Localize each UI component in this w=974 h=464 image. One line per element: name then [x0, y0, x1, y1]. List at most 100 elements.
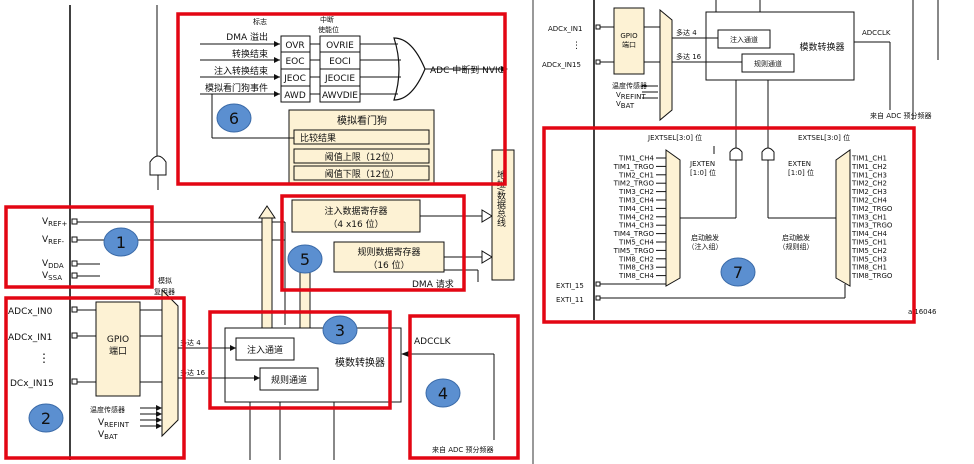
svg-text:3: 3 [335, 321, 345, 340]
vref-plus-label: VREF+ [42, 217, 67, 228]
en-awvdie: AWVDIE [322, 91, 358, 101]
trigger-source-item: TIM1_TRGO [613, 163, 655, 171]
upto16-label: 多达 16 [180, 368, 206, 377]
highlight-2 [4, 296, 186, 460]
trigger-source-item: TIM4_CH1 [618, 205, 654, 213]
trigger-source-item: TIM3_CH4 [618, 197, 654, 205]
watchdog-upper: 阈值上限（12位） [325, 151, 399, 163]
highlight-4 [408, 314, 520, 460]
data-registers: 注入数据寄存器 （4 x16 位） 规则数据寄存器 （16 位） DMA 请求 [291, 199, 493, 290]
r-vrefint-label: VREFINT [616, 91, 646, 101]
vdda-label: VDDA [42, 259, 64, 270]
trigger-source-item: TIM5_TRGO [613, 247, 655, 255]
injected-register [291, 199, 421, 233]
trigger-source-item: TIM1_CH2 [851, 163, 887, 171]
input-in1: ADCx_IN1 [8, 333, 52, 343]
trigger-source-item: TIM1_CH4 [618, 155, 654, 163]
vbat-label: VBAT [98, 430, 118, 441]
r-input-ellipsis: ⋮ [572, 41, 581, 51]
trigger-source-item: TIM5_CH4 [618, 239, 654, 247]
irq-src-2: 注入转换结束 [214, 65, 268, 77]
trigger-source-item: TIM4_TRGO [613, 230, 655, 238]
trigger-source-item: TIM4_CH3 [618, 222, 654, 230]
irq-src-3: 模拟看门狗事件 [205, 82, 268, 94]
gpio-port-box [95, 301, 141, 397]
r-gpio-label-2: 端口 [622, 40, 636, 49]
trigger-source-item: TIM8_CH2 [618, 255, 654, 263]
exten-label-2: [1:0] 位 [788, 168, 814, 177]
figure-id: ai16046 [908, 308, 937, 316]
badge-7 [720, 257, 756, 287]
badge-3 [322, 315, 358, 345]
regular-register-label: 规则数据寄存器 [357, 246, 420, 258]
trigger-source-item: TIM8_CH3 [618, 264, 654, 272]
r-input-in1: ADCx_IN1 [548, 25, 582, 33]
badge-5 [287, 244, 323, 274]
regular-register [333, 241, 445, 273]
r-temp-label: 温度传感器 [612, 81, 647, 90]
trigger-source-item: TIM2_CH2 [851, 180, 887, 188]
irq-section: 标志 中断 使能位 DMA 溢出 转换结束 注入转换结束 模拟看门狗事件 OVR… [200, 15, 508, 103]
r-and-gate-reg-icon [761, 147, 775, 161]
gpio-label-1: GPIO [107, 335, 129, 345]
analog-watchdog: 模拟看门狗 比较结果 阈值上限（12位） 阈值下限（12位） [211, 94, 435, 185]
flag-eoc: EOC [285, 57, 304, 67]
highlight-7 [542, 126, 916, 324]
regular-trigger-sources: TIM1_CH1TIM1_CH2TIM1_CH3TIM2_CH2TIM2_CH3… [851, 155, 893, 281]
input-ellipsis: ⋮ [38, 351, 50, 365]
reg-trigger-mux [835, 149, 851, 287]
analog-mux [161, 288, 179, 438]
irq-src-0: DMA 溢出 [226, 31, 268, 43]
gpio-label-2: 端口 [109, 345, 127, 357]
trigger-source-item: TIM3_CH1 [851, 213, 887, 221]
trigger-source-item: TIM8_CH1 [851, 264, 887, 272]
trigger-source-item: TIM8_CH4 [618, 272, 654, 280]
injected-trigger-sources: TIM1_CH4TIM1_TRGOTIM2_CH1TIM2_TRGOTIM3_C… [613, 155, 666, 280]
trigger-source-item: TIM4_CH2 [618, 213, 654, 221]
highlight-3 [208, 310, 392, 410]
trigger-source-item: TIM3_TRGO [851, 222, 893, 230]
vrefint-label: VREFINT [98, 418, 130, 429]
trigger-source-item: TIM2_CH3 [851, 188, 887, 196]
injected-channel [235, 337, 295, 361]
vref-section: VREF+ VREF- VDDA VSSA [42, 217, 285, 282]
dma-request-label: DMA 请求 [412, 278, 454, 290]
svg-text:6: 6 [229, 109, 239, 128]
trigger-source-item: TIM1_CH1 [851, 155, 887, 163]
en-jeocie: JEOCIE [324, 74, 355, 84]
r-vbat-label: VBAT [616, 100, 635, 110]
exti11-label: EXTI_11 [556, 296, 584, 304]
flags-header: 标志 [253, 17, 267, 26]
trigger-source-item: TIM2_TRGO [613, 180, 655, 188]
svg-text:5: 5 [300, 250, 310, 269]
r-gpio-label-1: GPIO [620, 32, 638, 40]
inj-trigger-mux [665, 149, 681, 287]
flag-jeoc: JEOC [283, 74, 306, 84]
trigger-source-item: TIM8_TRGO [851, 272, 893, 280]
en-eoci: EOCI [329, 57, 351, 67]
regular-register-size: （16 位） [368, 259, 409, 271]
trigger-source-item: TIM1_CH3 [851, 171, 887, 179]
extsel-label: EXTSEL[3:0] 位 [798, 133, 850, 142]
badge-1 [103, 227, 139, 257]
r-regular-label: 规则通道 [754, 59, 782, 68]
r-injected-label: 注入通道 [730, 35, 758, 44]
enable-header-2: 使能位 [318, 25, 339, 34]
mux-label-1: 模拟 [158, 276, 172, 285]
badge-4 [425, 378, 461, 408]
highlight-1 [4, 205, 154, 289]
svg-text:7: 7 [733, 263, 743, 282]
trigger-source-item: TIM5_CH1 [851, 239, 887, 247]
trigger-inj-2: （注入组） [688, 242, 723, 251]
svg-text:2: 2 [41, 409, 51, 428]
r-upto16: 多达 16 [676, 52, 702, 61]
right-panel: ADCx_IN1 ⋮ ADCx_IN15 GPIO 端口 温度传感器 VREFI… [542, 0, 939, 324]
gpio-section: ADCx_IN0 ADCx_IN1 ⋮ DCx_IN15 GPIO 端口 温度传… [8, 301, 162, 441]
svg-text:1: 1 [116, 233, 126, 252]
flag-ovr: OVR [285, 41, 304, 51]
watchdog-compare: 比较结果 [300, 132, 336, 144]
en-ovrie: OVRIE [326, 41, 354, 51]
irq-output-label: ADC 中断到 NVIC [430, 64, 504, 76]
trigger-source-item: TIM3_CH2 [618, 188, 654, 196]
injected-register-label: 注入数据寄存器 [324, 205, 387, 217]
